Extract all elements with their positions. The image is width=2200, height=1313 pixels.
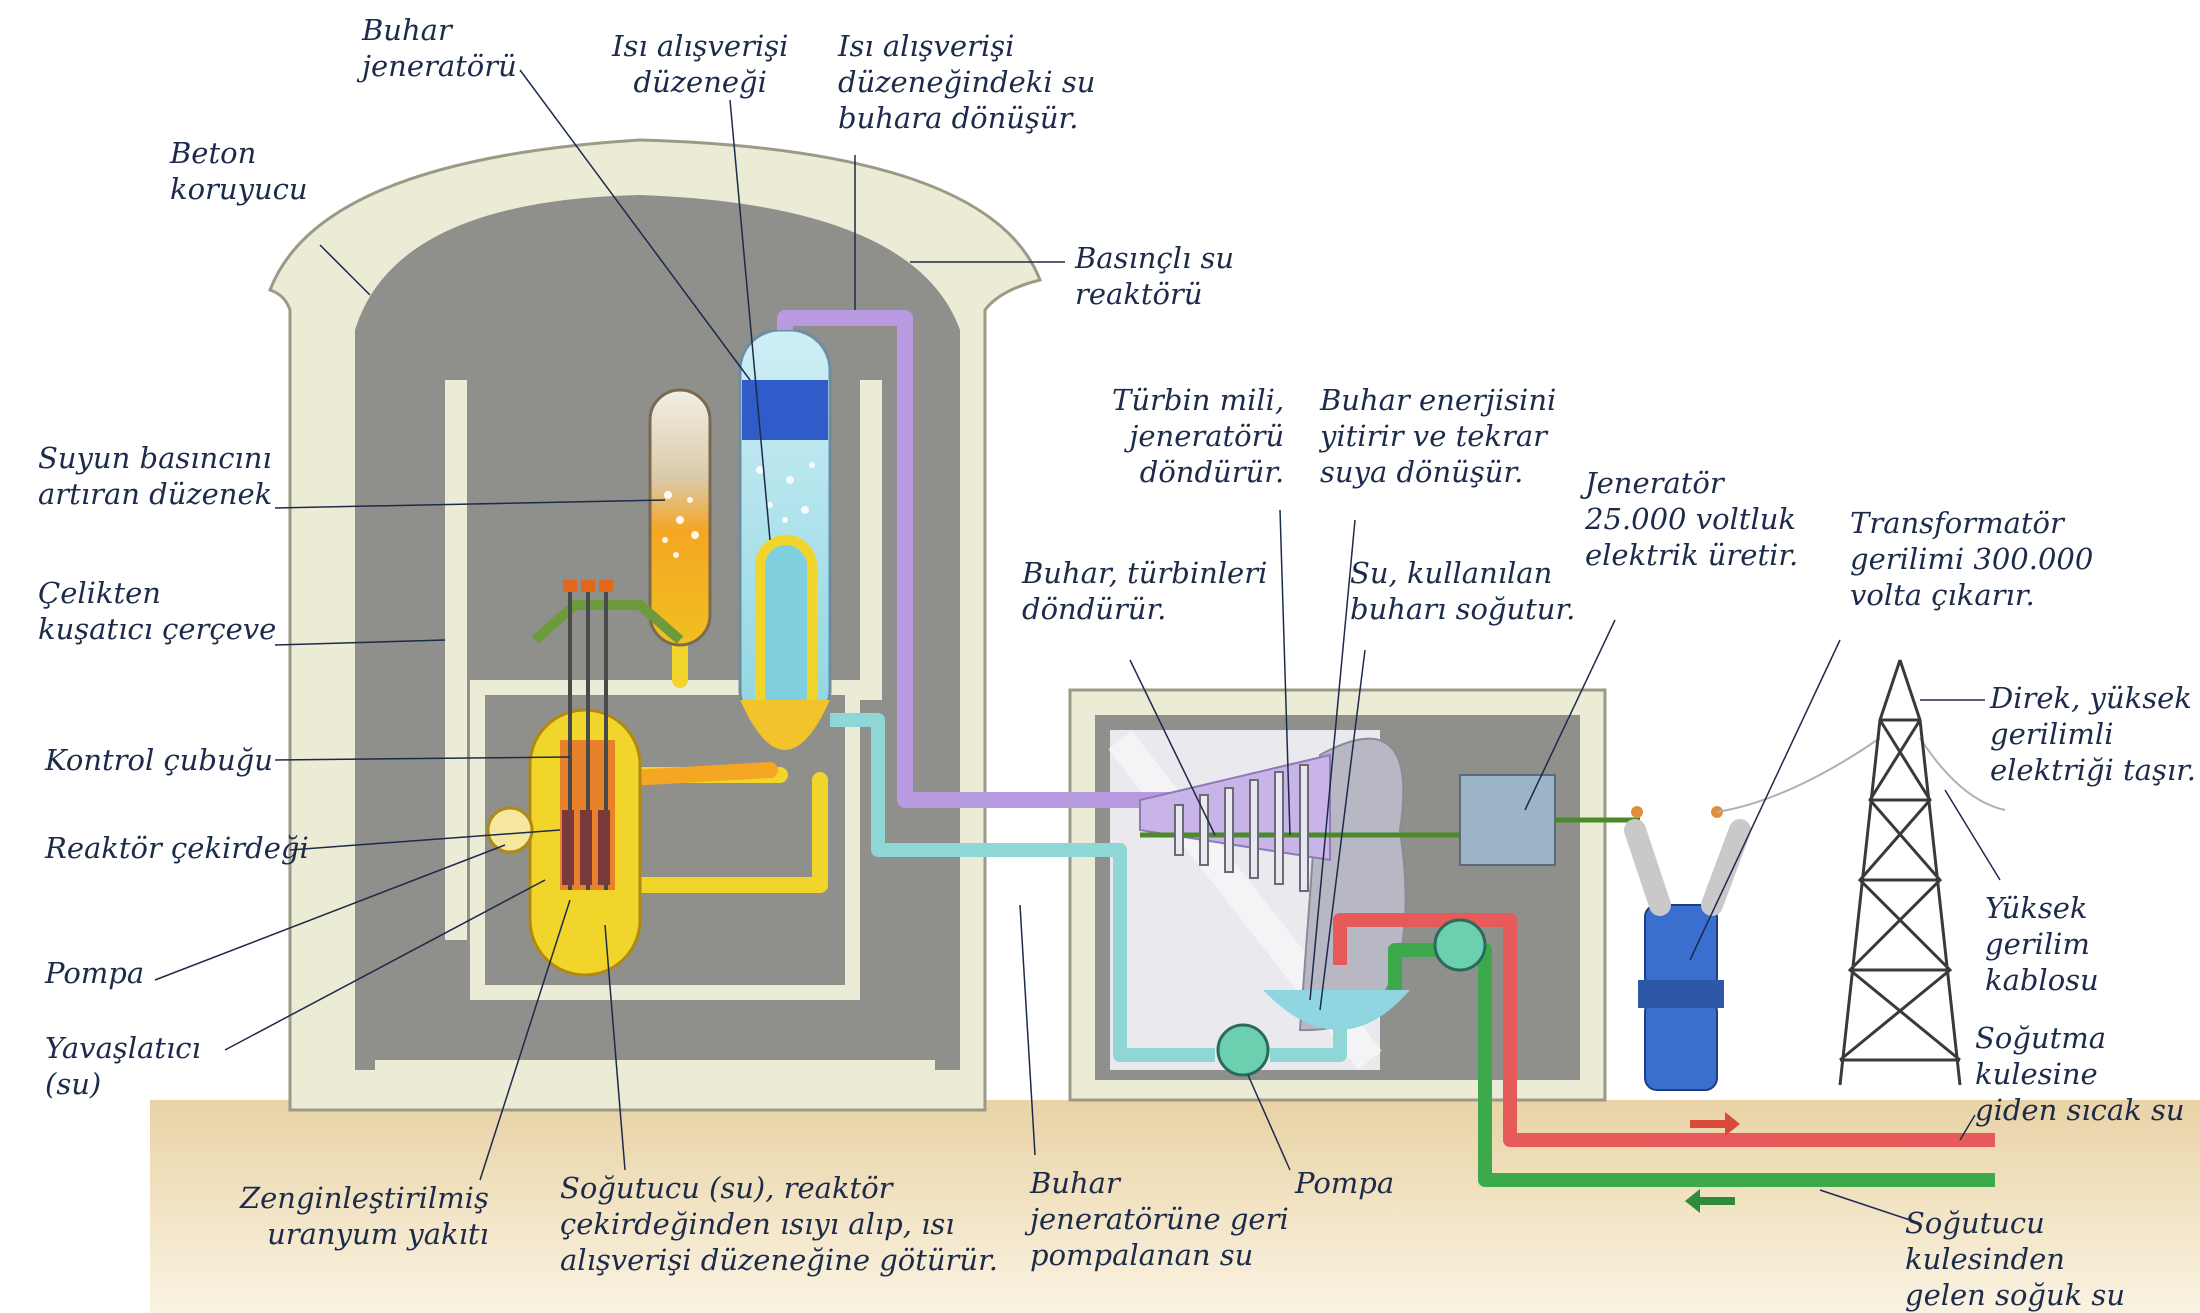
label-pumped-back-water: Buhar jeneratörüne geri pompalanan su <box>1030 1166 1289 1272</box>
label-pressurizer: Suyun basıncını artıran düzenek <box>38 441 273 511</box>
label-exchanger-water-to-steam: Isı alışverişi düzeneğindeki su buhara d… <box>838 29 1096 135</box>
steam-pipe <box>777 310 1170 808</box>
generator-box <box>1459 774 1556 866</box>
reactor-pump <box>486 806 534 854</box>
cooling-hot-pipe <box>1333 913 1995 1147</box>
return-water-pipe <box>830 713 1347 1062</box>
condenser-pump <box>1216 1023 1270 1077</box>
cold-flow-arrow <box>1685 1189 1735 1213</box>
label-reactor-core: Reaktör çekirdeği <box>45 831 309 865</box>
leader-lines <box>154 69 2001 1221</box>
reactor-vessel <box>486 580 684 977</box>
label-heat-exchanger: Isı alışverişi düzeneği <box>612 29 789 99</box>
label-coolant: Soğutucu (su), reaktör çekirdeğinden ısı… <box>560 1171 998 1277</box>
label-hv-cable: Yüksek gerilim kablosu <box>1985 891 2099 997</box>
label-concrete-shield: Beton koruyucu <box>170 136 308 206</box>
label-generator: Jeneratör 25.000 voltluk elektrik üretir… <box>1585 466 1799 572</box>
reactor-core-rods <box>562 810 610 885</box>
label-pump-bottom: Pompa <box>1295 1166 1395 1200</box>
label-cold-water-in: Soğutucu kulesinden gelen soğuk su <box>1905 1206 2125 1312</box>
label-pump-left: Pompa <box>45 956 145 990</box>
label-steam-loses-energy: Buhar enerjisini yitirir ve tekrar suya … <box>1320 383 1557 489</box>
label-enriched-uranium: Zenginleştirilmiş uranyum yakıtı <box>240 1181 489 1251</box>
steam-generator <box>738 328 832 750</box>
hot-flow-arrow <box>1690 1112 1740 1136</box>
hv-cable-line <box>1716 737 1881 813</box>
coolant-outflow <box>622 762 778 786</box>
label-pylon: Direk, yüksek gerilimli elektriği taşır. <box>1990 681 2197 787</box>
label-control-rod: Kontrol çubuğu <box>45 743 273 777</box>
label-transformer: Transformatör gerilimi 300.000 volta çık… <box>1850 506 2094 612</box>
label-steam-turns-turbines: Buhar, türbinleri döndürür. <box>1022 556 1268 626</box>
pylon <box>1838 659 1962 1086</box>
label-hot-water-out: Soğutma kulesine giden sıcak su <box>1975 1021 2185 1127</box>
label-pressurized-water-reactor: Basınçlı su reaktörü <box>1075 241 1235 311</box>
label-steam-generator: Buhar jeneratörü <box>362 13 517 83</box>
label-steel-frame: Çelikten kuşatıcı çerçeve <box>38 576 277 646</box>
label-turbine-shaft: Türbin mili, jeneratörü döndürür. <box>1112 383 1285 489</box>
label-moderator: Yavaşlatıcı (su) <box>45 1031 201 1101</box>
label-water-cools-steam: Su, kullanılan buharı soğutur. <box>1350 556 1576 626</box>
pressurizer <box>648 388 712 647</box>
transformer <box>1624 806 1751 1091</box>
hv-cable-line-2 <box>1919 737 2006 811</box>
cooling-pump <box>1433 918 1487 972</box>
